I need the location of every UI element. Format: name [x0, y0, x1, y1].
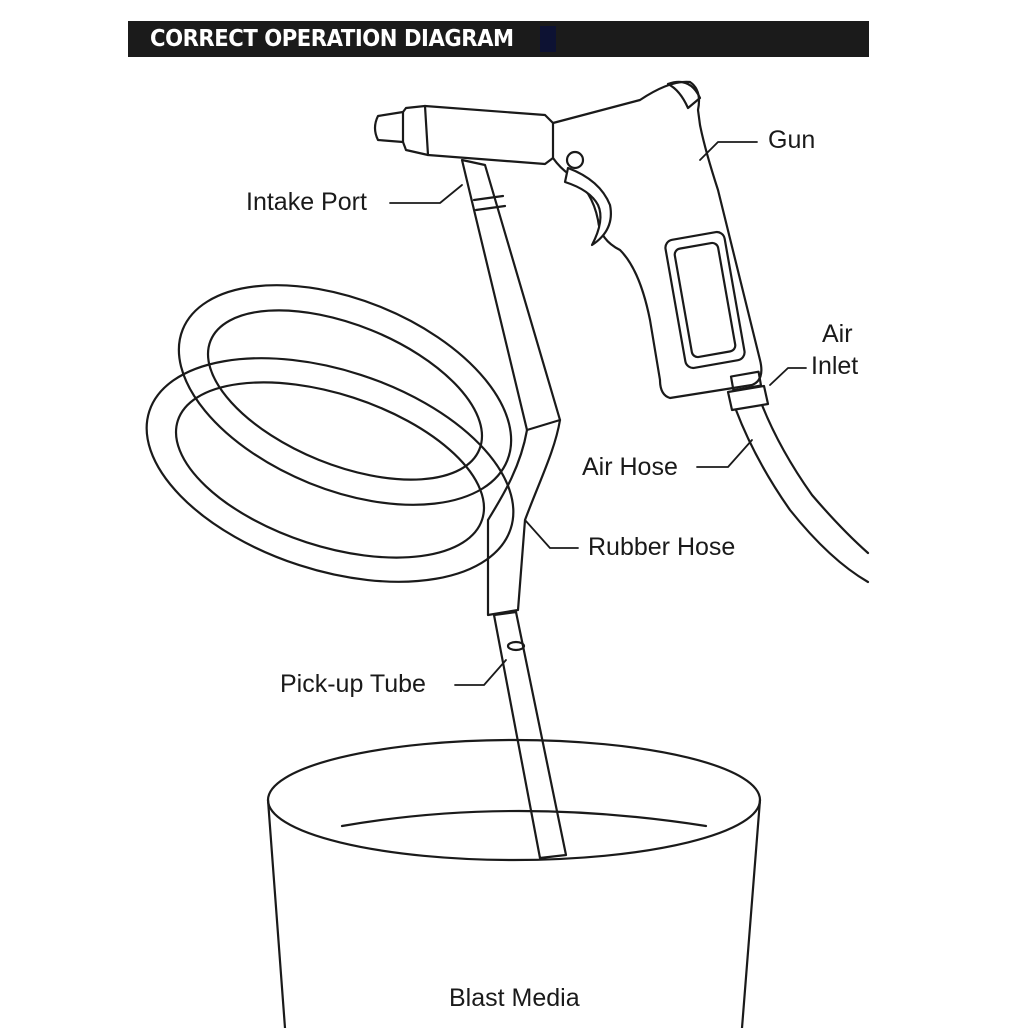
bucket [266, 738, 762, 1028]
label-air-hose: Air Hose [582, 453, 678, 481]
rubber-hose [145, 284, 515, 583]
label-air: Air [822, 320, 853, 348]
air-hose [734, 403, 870, 584]
label-intake-port: Intake Port [246, 188, 367, 216]
leader-lines [389, 141, 807, 686]
header-accent [540, 26, 556, 52]
label-rubber-hose: Rubber Hose [588, 533, 736, 561]
air-inlet-fitting [726, 370, 770, 412]
label-inlet: Inlet [811, 352, 859, 380]
pickup-tube [492, 610, 568, 860]
label-blast-media: Blast Media [449, 984, 580, 1012]
label-pickup-tube: Pick-up Tube [280, 670, 426, 698]
label-gun: Gun [768, 126, 816, 154]
blow-gun [373, 80, 763, 400]
page-title: CORRECT OPERATION DIAGRAM [150, 26, 514, 52]
header-bar: CORRECT OPERATION DIAGRAM [128, 21, 869, 57]
intake-hose [460, 158, 562, 617]
